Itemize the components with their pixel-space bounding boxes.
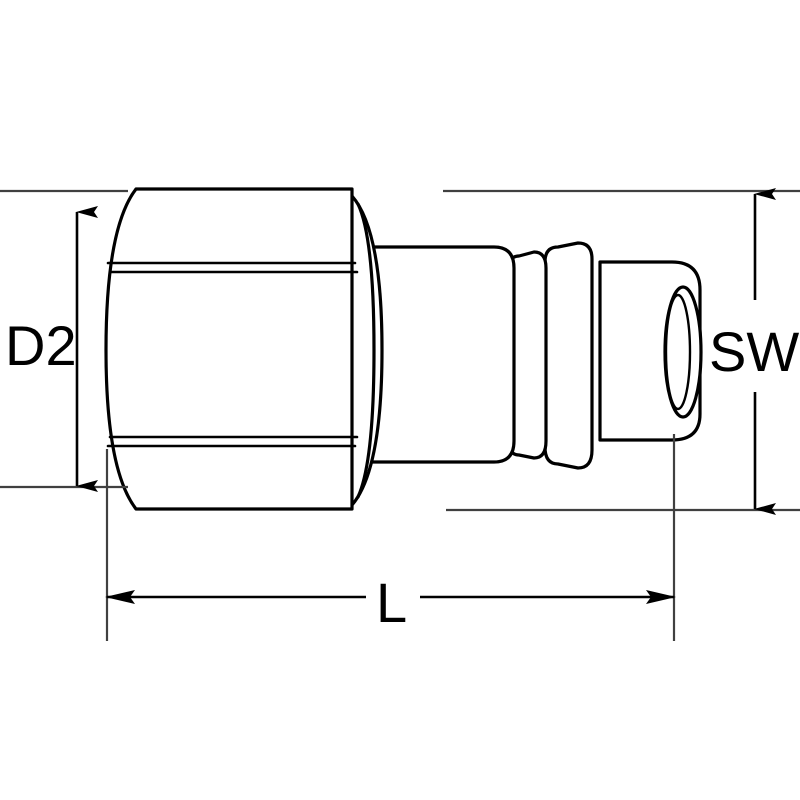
hex-back-face xyxy=(350,194,384,507)
sw-label: SW xyxy=(709,320,799,383)
hex-nut-body xyxy=(104,187,354,511)
collar-ring xyxy=(543,241,594,470)
d2-label: D2 xyxy=(5,314,77,377)
dimension-sw: SW xyxy=(443,188,800,515)
part-outline xyxy=(104,187,703,511)
tip-bore xyxy=(663,285,703,419)
barrel-section xyxy=(350,245,516,464)
l-label: L xyxy=(376,571,407,634)
dimension-l: L xyxy=(105,434,676,641)
hex-chamfer-lines xyxy=(106,261,359,448)
dimension-d2: D2 xyxy=(0,189,128,492)
